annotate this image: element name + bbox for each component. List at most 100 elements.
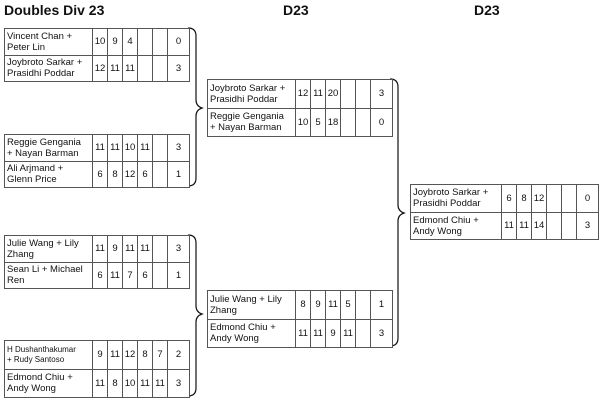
team-name: Joybroto Sarkar + Prasidhi Poddar (208, 80, 296, 108)
game-score: 11 (123, 236, 138, 262)
connector-r2 (389, 78, 406, 347)
team-name: Reggie Gengania + Nayan Barman (5, 135, 93, 161)
game-score: 11 (311, 80, 326, 108)
game-score (547, 185, 562, 212)
game-score: 7 (153, 341, 168, 369)
match-total: 3 (378, 88, 385, 100)
game-score: 6 (93, 161, 108, 187)
game-score: 11 (296, 319, 311, 347)
game-score: 8 (138, 341, 153, 369)
game-score: 9 (108, 236, 123, 262)
team-name: Edmond Chiu + Andy Wong (411, 212, 502, 239)
game-score (153, 236, 168, 262)
team-name: Edmond Chiu + Andy Wong (5, 369, 93, 397)
match-total: 3 (175, 142, 182, 154)
match-total: 2 (175, 349, 182, 361)
game-score: 10 (93, 29, 108, 55)
game-score: 7 (123, 262, 138, 288)
game-score: 11 (138, 369, 153, 397)
game-score: 20 (326, 80, 341, 108)
connector-r1-top (187, 27, 204, 187)
match-total: 3 (175, 377, 182, 389)
game-score: 9 (108, 29, 123, 55)
game-score: 11 (108, 341, 123, 369)
game-score (341, 80, 356, 108)
match-total: 1 (175, 168, 182, 180)
game-score: 10 (123, 369, 138, 397)
bracket-title: Doubles Div 23 (4, 2, 105, 18)
game-score: 5 (341, 291, 356, 319)
game-score (153, 29, 168, 55)
game-score: 8 (517, 185, 532, 212)
game-score: 11 (153, 369, 168, 397)
game-score: 12 (93, 55, 108, 81)
match-total: 3 (175, 243, 182, 255)
game-score (153, 55, 168, 81)
game-score: 14 (532, 212, 547, 239)
game-score (356, 108, 371, 136)
team-name: Vincent Chan + Peter Lin (5, 29, 93, 55)
game-score: 9 (93, 341, 108, 369)
game-score (562, 185, 577, 212)
team-name: H Dushanthakumar + Rudy Santoso (5, 341, 93, 369)
game-score: 11 (326, 291, 341, 319)
game-score: 11 (138, 135, 153, 161)
game-score: 8 (296, 291, 311, 319)
game-score (153, 135, 168, 161)
match-total: 1 (378, 299, 385, 311)
game-score: 9 (326, 319, 341, 347)
game-score (562, 212, 577, 239)
game-score: 11 (108, 262, 123, 288)
game-score: 10 (296, 108, 311, 136)
match-total: 3 (175, 62, 182, 74)
game-score (138, 55, 153, 81)
game-score: 11 (93, 236, 108, 262)
game-score: 8 (108, 369, 123, 397)
game-score (356, 291, 371, 319)
team-name: Sean Li + Michael Ren (5, 262, 93, 288)
connector-r1-bottom (187, 234, 204, 397)
game-score: 12 (123, 161, 138, 187)
match-total: 0 (175, 36, 182, 48)
team-name: Julie Wang + Lily Zhang (5, 236, 93, 262)
game-score: 12 (123, 341, 138, 369)
match-total: 1 (175, 269, 182, 281)
game-score: 11 (123, 55, 138, 81)
team-name: Ali Arjmand + Glenn Price (5, 161, 93, 187)
game-score: 11 (502, 212, 517, 239)
game-score: 11 (93, 135, 108, 161)
game-score: 11 (108, 55, 123, 81)
game-score (356, 80, 371, 108)
game-score (341, 108, 356, 136)
match-total: 3 (378, 327, 385, 339)
game-score: 6 (138, 161, 153, 187)
match-total: 0 (378, 116, 385, 128)
match-total: 0 (584, 192, 591, 204)
game-score: 6 (138, 262, 153, 288)
team-name: Joybroto Sarkar + Prasidhi Poddar (411, 185, 502, 212)
game-score: 9 (311, 291, 326, 319)
game-score: 4 (123, 29, 138, 55)
game-score (153, 262, 168, 288)
game-score: 6 (502, 185, 517, 212)
game-score: 11 (517, 212, 532, 239)
game-score (138, 29, 153, 55)
game-score (547, 212, 562, 239)
game-score: 11 (311, 319, 326, 347)
final-header: D23 (474, 2, 500, 18)
game-score: 11 (138, 236, 153, 262)
